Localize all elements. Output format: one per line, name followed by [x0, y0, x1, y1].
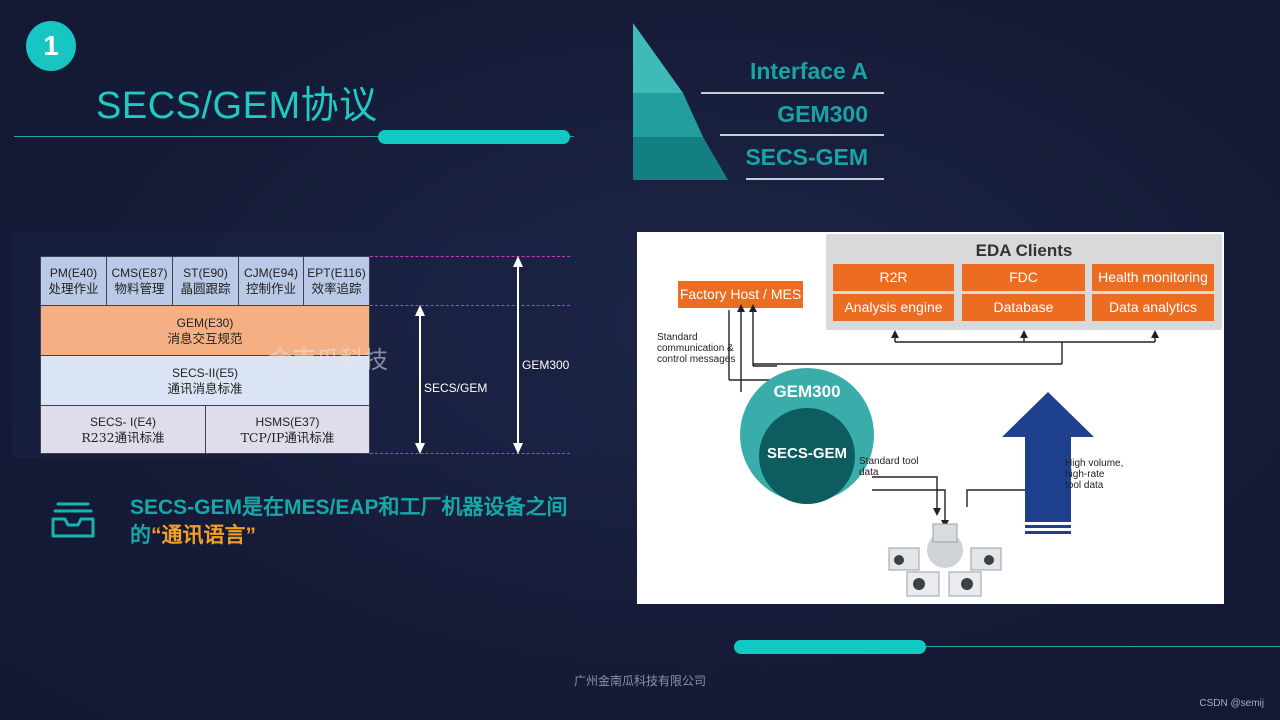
footer-line: [920, 646, 1280, 647]
gem300-label: GEM300: [773, 382, 841, 401]
pyramid-tier-middle: [633, 93, 703, 137]
stack-cell-ept: EPT(E116) 效率追踪: [303, 256, 370, 306]
stack-code: GEM(E30): [176, 315, 234, 330]
pyramid-line: [701, 92, 884, 94]
high-volume-text: High volume, high-rate tool data: [1065, 458, 1123, 491]
interface-a-stripe: [1025, 531, 1071, 534]
arrow-secs-gem-head-down: [415, 443, 425, 454]
title-underline: [14, 136, 574, 137]
stack-cell-gem: GEM(E30) 消息交互规范: [40, 305, 370, 356]
eda-item-r2r: R2R: [833, 264, 954, 291]
dashed-guide-bottom: [370, 453, 570, 454]
watermark: 金南瓜科技: [268, 346, 388, 374]
footer-company: 广州金南瓜科技有限公司: [573, 674, 706, 688]
stack-code: ST(E90): [183, 266, 228, 280]
layer-pyramid: [633, 23, 728, 180]
dashed-guide-top: [370, 256, 570, 257]
std-tool-line: Standard tool: [859, 456, 919, 467]
connector-tool-b: [872, 489, 946, 522]
stack-cn: 物料管理: [114, 281, 165, 296]
connector-tool-a: [872, 476, 938, 510]
pyramid-tier-top: [633, 23, 683, 93]
stack-cn: TCP/IP通讯标准: [240, 429, 335, 445]
stack-code: EPT(E116): [307, 266, 366, 280]
span-arrows: [415, 256, 523, 454]
stack-cell-st: ST(E90) 晶圆跟踪: [172, 256, 239, 306]
arrowhead-tool-a: [933, 508, 941, 516]
architecture-connectors: [728, 304, 1159, 597]
pyramid-line: [746, 178, 884, 180]
stack-code: HSMS(E37): [255, 414, 320, 429]
stack-cell-secs2: SECS-II(E5) 通讯消息标准: [40, 355, 370, 406]
cluster-tool-image: [888, 523, 1002, 597]
high-volume-line: high-rate: [1065, 469, 1105, 480]
section-number-badge: 1: [26, 21, 76, 71]
description-text: SECS-GEM是在MES/EAP和工厂机器设备之间的“通讯语言”: [130, 494, 590, 550]
description-main: SECS-GEM是在MES/EAP和工厂机器设备之间的: [130, 496, 568, 547]
footer-accent-bar: [734, 640, 926, 654]
eda-item-data-analytics: Data analytics: [1092, 294, 1214, 321]
stack-cell-cms: CMS(E87) 物料管理: [106, 256, 173, 306]
high-volume-line: tool data: [1065, 480, 1104, 491]
high-volume-line: High volume,: [1065, 458, 1124, 469]
stack-cn: 晶圆跟踪: [180, 281, 231, 296]
arrow-secs-gem-head-up: [415, 305, 425, 316]
tray-icon: [51, 502, 95, 538]
stack-cn: 通讯消息标准: [167, 380, 243, 396]
std-tool-line: data: [859, 467, 879, 478]
arrowhead-host-right: [749, 304, 757, 312]
secs-gem-circle: [759, 408, 855, 504]
std-tool-text: Standard tool data: [859, 456, 919, 478]
std-comm-line: control messages: [657, 354, 736, 365]
interface-a-stripe: [1025, 525, 1071, 528]
stack-cell-pm: PM(E40) 处理作业: [40, 256, 107, 306]
pyramid-line: [720, 134, 884, 136]
std-comm-text: Standard communication & control message…: [657, 332, 735, 365]
pyramid-tier-bottom: [633, 137, 728, 180]
arrowhead-eda-mid: [1020, 330, 1028, 338]
eda-clients-title: EDA Clients: [975, 241, 1073, 260]
std-comm-line: Standard: [657, 332, 698, 343]
arrow-gem300-head-up: [513, 256, 523, 267]
arrow-label-secs-gem: SECS/GEM: [424, 381, 488, 395]
pyramid-label-interface-a: Interface A: [749, 58, 868, 84]
arrowhead-eda-right: [1151, 330, 1159, 338]
architecture-diagram: EDA Clients R2R FDC Health monitoring An…: [637, 232, 1224, 604]
stack-cn: 控制作业: [245, 281, 296, 296]
arrow-label-gem300: GEM300: [522, 358, 570, 372]
eda-item-analysis-engine: Analysis engine: [833, 294, 954, 321]
arrowhead-eda-left: [891, 330, 899, 338]
pyramid-label-gem300: GEM300: [777, 101, 868, 127]
stack-cell-hsms: HSMS(E37) TCP/IP通讯标准: [205, 405, 370, 454]
page-title: SECS/GEM协议: [96, 85, 378, 127]
stack-cn: 处理作业: [48, 281, 99, 296]
stack-code: SECS- I(E4): [89, 414, 156, 429]
stack-code: PM(E40): [49, 266, 98, 280]
stack-cn: 消息交互规范: [167, 330, 243, 346]
stack-code: CJM(E94): [243, 266, 298, 280]
stack-code: SECS-II(E5): [171, 365, 238, 380]
pyramid-label-secs-gem: SECS-GEM: [745, 144, 868, 170]
stack-cell-cjm: CJM(E94) 控制作业: [238, 256, 304, 306]
dashed-guide-middle: [370, 305, 570, 306]
std-comm-line: communication &: [657, 343, 734, 354]
eda-item-fdc: FDC: [962, 264, 1085, 291]
connector-tool-c: [966, 489, 1033, 507]
factory-host-box: Factory Host / MES: [678, 281, 803, 308]
stack-cn: 效率追踪: [311, 281, 362, 296]
footer-credit: CSDN @semij: [1199, 698, 1264, 709]
interface-a-arrow: [1002, 392, 1094, 522]
eda-item-database: Database: [962, 294, 1085, 321]
protocol-stack: PM(E40) 处理作业 CMS(E87) 物料管理 ST(E90) 晶圆跟踪 …: [40, 256, 370, 454]
stack-cn: R232通讯标准: [81, 429, 165, 445]
stack-code: CMS(E87): [111, 266, 168, 280]
stack-cell-secs1: SECS- I(E4) R232通讯标准: [40, 405, 206, 454]
secs-gem-label: SECS-GEM: [766, 445, 847, 462]
arrow-gem300-head-down: [513, 443, 523, 454]
title-accent-bar: [378, 130, 570, 144]
arrowhead-host-left: [737, 304, 745, 312]
description-highlight: “通讯语言”: [151, 524, 256, 547]
eda-item-health-monitoring: Health monitoring: [1092, 264, 1214, 291]
